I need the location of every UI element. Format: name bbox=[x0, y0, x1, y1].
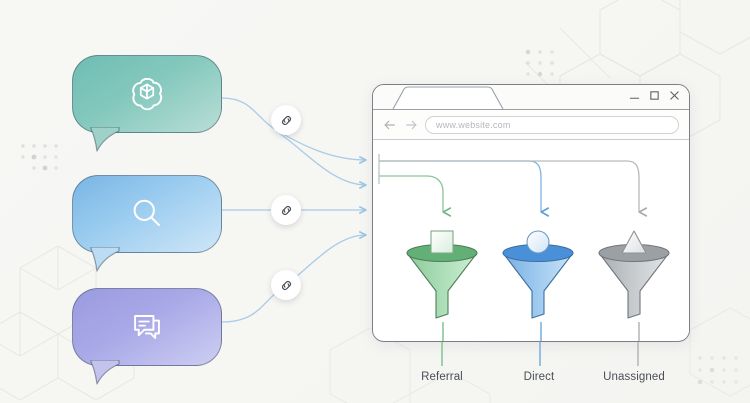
funnel-unassigned[interactable] bbox=[596, 228, 672, 320]
dot-grid-left bbox=[21, 144, 58, 171]
funnel-stems bbox=[442, 322, 640, 341]
funnel-direct[interactable] bbox=[500, 228, 576, 320]
url-bar[interactable]: www.website.com bbox=[425, 115, 679, 134]
dot-grid-bottom-right bbox=[697, 356, 738, 385]
magnifier-icon bbox=[133, 199, 160, 227]
maximize-icon[interactable] bbox=[649, 90, 660, 101]
funnel-label-direct: Direct bbox=[523, 371, 555, 383]
browser-tab[interactable] bbox=[391, 85, 521, 109]
source-bubble-social[interactable] bbox=[72, 288, 222, 385]
funnel-label-referral: Referral bbox=[421, 371, 463, 383]
minimize-icon[interactable] bbox=[629, 90, 640, 101]
browser-toolbar: www.website.com bbox=[373, 109, 689, 140]
bubble-tail bbox=[90, 360, 120, 385]
close-icon[interactable] bbox=[669, 90, 680, 101]
link-icon bbox=[281, 115, 291, 125]
bubble-tail bbox=[90, 247, 120, 272]
arrow-left-icon[interactable] bbox=[383, 118, 397, 132]
link-badge-search[interactable] bbox=[271, 195, 301, 225]
dot-grid-top bbox=[525, 49, 554, 77]
link-badge-social[interactable] bbox=[271, 270, 301, 300]
arrow-right-icon[interactable] bbox=[404, 118, 418, 132]
funnel-routing-arrows bbox=[378, 154, 648, 217]
link-badge-chatgpt[interactable] bbox=[271, 105, 301, 135]
url-text: www.website.com bbox=[436, 119, 511, 130]
browser-tabstrip bbox=[373, 85, 689, 109]
link-icon bbox=[281, 205, 291, 215]
source-bubble-chatgpt[interactable] bbox=[72, 55, 222, 152]
source-bubble-search[interactable] bbox=[72, 175, 222, 272]
window-controls bbox=[629, 90, 680, 101]
openai-logo-icon bbox=[132, 77, 163, 111]
link-icon bbox=[281, 280, 291, 290]
funnel-label-unassigned: Unassigned bbox=[603, 371, 665, 383]
bubble-tail bbox=[90, 127, 120, 152]
funnel-referral[interactable] bbox=[404, 228, 480, 320]
chat-bubbles-icon bbox=[134, 315, 160, 339]
